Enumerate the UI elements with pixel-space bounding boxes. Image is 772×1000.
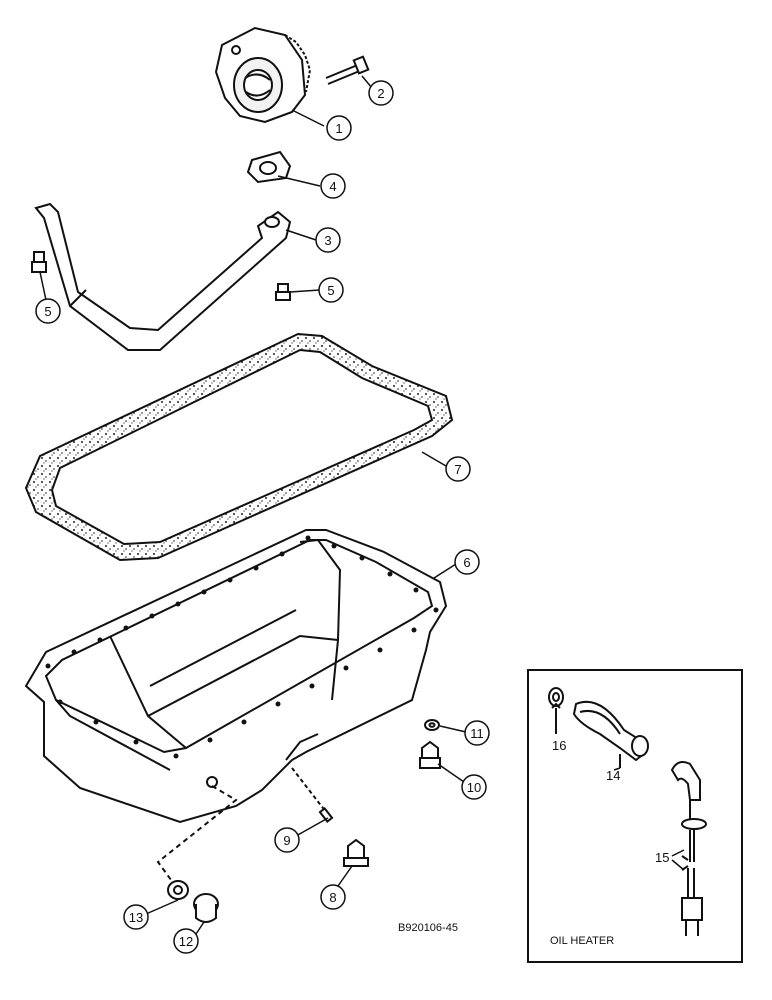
oil-pan-part [24, 529, 448, 824]
callout-2: 2 [368, 80, 394, 106]
inset-title: OIL HEATER [550, 935, 614, 947]
callout-13: 13 [123, 904, 149, 930]
heater-element-part [572, 700, 649, 768]
svg-text:4: 4 [329, 179, 336, 194]
svg-text:13: 13 [129, 910, 143, 925]
callout-16: 16 [552, 738, 566, 753]
dowel-pin-part [291, 767, 334, 823]
callout-4: 4 [320, 173, 346, 199]
heater-cord-part [670, 761, 707, 936]
leader-lines [39, 75, 467, 935]
tube-bolt-right [275, 283, 291, 301]
svg-text:11: 11 [470, 726, 484, 741]
flange-gasket-part [246, 150, 292, 184]
callout-8: 8 [320, 884, 346, 910]
oil-heater-inset: 16 14 15 OIL HEATER [527, 669, 743, 963]
callout-10: 10 [461, 774, 487, 800]
callout-group: 1 2 4 3 5 5 7 6 11 10 9 8 13 12 [35, 80, 490, 954]
callout-11: 11 [464, 720, 490, 746]
callout-1: 1 [326, 115, 352, 141]
drain-plug-part [193, 893, 219, 923]
svg-text:5: 5 [327, 283, 334, 298]
callout-6: 6 [454, 549, 480, 575]
callout-3: 3 [315, 227, 341, 253]
washer-part [424, 719, 440, 731]
callout-5-right: 5 [318, 277, 344, 303]
heater-washer-part [548, 687, 564, 734]
drain-plug-leader [156, 785, 238, 885]
suction-tube-part [34, 202, 292, 351]
svg-text:1: 1 [335, 121, 342, 136]
callout-15: 15 [655, 850, 669, 865]
svg-text:10: 10 [467, 780, 481, 795]
svg-text:5: 5 [44, 304, 51, 319]
callout-9: 9 [274, 827, 300, 853]
svg-text:7: 7 [454, 462, 461, 477]
svg-text:12: 12 [179, 934, 193, 949]
svg-text:2: 2 [377, 86, 384, 101]
svg-text:3: 3 [324, 233, 331, 248]
temp-plug-part [419, 740, 441, 769]
tube-bolt-left [31, 251, 47, 273]
sender-part [343, 838, 369, 867]
svg-text:8: 8 [329, 890, 336, 905]
oil-pump-part [214, 26, 312, 124]
drawing-id: B920106-45 [398, 922, 458, 934]
callout-7: 7 [445, 456, 471, 482]
drain-washer-part [167, 880, 189, 900]
svg-text:9: 9 [283, 833, 290, 848]
oil-pan-gasket-part [24, 332, 454, 562]
callout-5-left: 5 [35, 298, 61, 324]
pump-bolt-part [325, 55, 370, 85]
callout-14: 14 [606, 768, 620, 783]
svg-text:6: 6 [463, 555, 470, 570]
callout-12: 12 [173, 928, 199, 954]
